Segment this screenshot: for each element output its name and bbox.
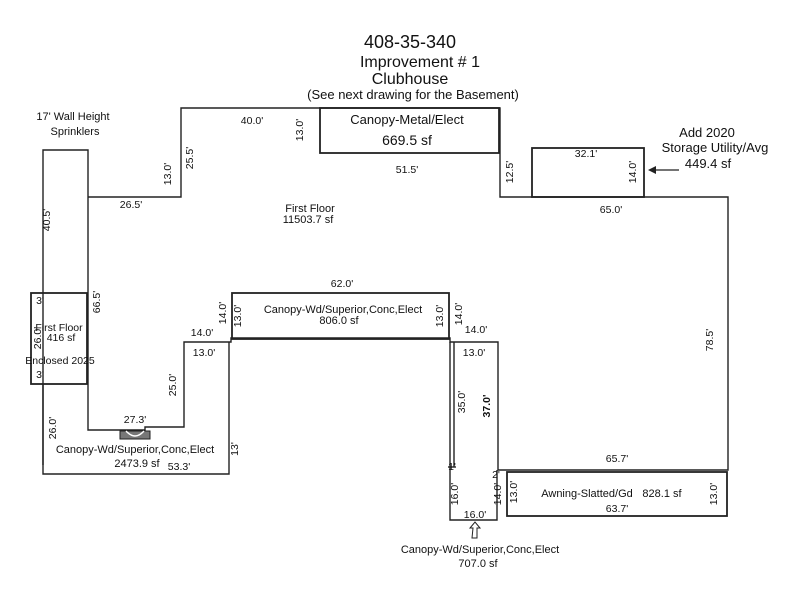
dim-label: 32.1' xyxy=(575,148,597,160)
dim-label: 26.5' xyxy=(120,199,142,211)
dim-label: 13.0' xyxy=(193,347,215,359)
storage-outline xyxy=(531,147,645,198)
dim-label: 26.0' xyxy=(47,417,59,439)
awning-outline xyxy=(506,471,728,517)
storage-sf: 449.4 sf xyxy=(685,156,732,171)
first-floor-sf: 11503.7 sf xyxy=(283,214,335,226)
dim-label: 13.0' xyxy=(434,305,446,327)
dim-label: 14.0' xyxy=(217,302,229,324)
canopy-center-sf: 806.0 sf xyxy=(319,315,359,327)
dim-label: 2' xyxy=(492,469,500,481)
dim-label: 16.0' xyxy=(464,509,486,521)
dim-label: 26.0' xyxy=(32,327,44,349)
dim-label: 27.3' xyxy=(124,414,146,426)
storage-arrow-head xyxy=(648,166,656,174)
wall-height-note: 17' Wall Height xyxy=(36,111,109,123)
sprinklers-note: Sprinklers xyxy=(51,126,100,138)
bottom-arrow-icon xyxy=(468,521,482,539)
dim-label: 51.5' xyxy=(396,164,418,176)
canopy-metal-name: Canopy-Metal/Elect xyxy=(350,112,464,127)
enclosed-outline xyxy=(30,292,88,385)
dim-label: 35.0' xyxy=(456,391,468,413)
dim-label: 14.0' xyxy=(191,327,213,339)
dim-label: 13.0' xyxy=(708,483,720,505)
dim-label: 13.0' xyxy=(232,305,244,327)
storage-add-year: Add 2020 xyxy=(679,125,735,140)
canopy-left-outline xyxy=(42,342,230,475)
building-name: Clubhouse xyxy=(372,71,449,88)
dim-label: 1' xyxy=(448,461,456,473)
canopy-right-outline xyxy=(449,342,498,521)
canopy-metal-outline xyxy=(319,107,500,154)
awning-sf: 828.1 sf xyxy=(642,488,682,500)
parcel-number: 408-35-340 xyxy=(364,32,456,52)
dim-label: 14.0' xyxy=(627,161,639,183)
dim-label: 14.0' xyxy=(453,303,465,325)
dim-label: 3' xyxy=(36,295,44,307)
enclosed-sf: 416 sf xyxy=(47,332,76,344)
dim-label: 3' xyxy=(36,369,44,381)
canopy-bottom-sf: 707.0 sf xyxy=(458,558,498,570)
dim-label: 14.0' xyxy=(465,324,487,336)
dim-label: 13.0' xyxy=(162,163,174,185)
dim-label: 78.5' xyxy=(704,329,716,351)
canopy-bottom-name: Canopy-Wd/Superior,Conc,Elect xyxy=(401,544,559,556)
dim-label: 13' xyxy=(229,442,241,456)
basement-note: (See next drawing for the Basement) xyxy=(307,87,519,102)
dim-label: 13.0' xyxy=(463,347,485,359)
dim-label: 14.0' xyxy=(492,483,504,505)
door-arc xyxy=(125,430,145,437)
dim-label: 40.0' xyxy=(241,115,263,127)
dim-label: 16.0' xyxy=(449,483,461,505)
dim-label: 37.0' xyxy=(481,395,493,418)
dim-label: 66.5' xyxy=(91,291,103,313)
canopy-metal-sf: 669.5 sf xyxy=(382,132,432,148)
canopy-center-outline xyxy=(231,292,450,340)
dim-label: 65.0' xyxy=(600,204,622,216)
enclosed-note: Enclosed 2025 xyxy=(25,355,95,367)
canopy-left-sf: 2473.9 sf xyxy=(114,458,160,470)
dim-label: 40.5' xyxy=(41,209,53,231)
dim-label: 25.5' xyxy=(184,147,196,169)
first-floor-name: First Floor xyxy=(285,203,335,215)
awning-name: Awning-Slatted/Gd xyxy=(541,488,633,500)
dim-label: 25.0' xyxy=(167,374,179,396)
improvement-label: Improvement # 1 xyxy=(360,54,480,71)
dim-label: 62.0' xyxy=(331,278,353,290)
dim-label: 13.0' xyxy=(294,119,306,141)
enclosed-name: First Floor xyxy=(35,322,83,334)
canopy-left-name: Canopy-Wd/Superior,Conc,Elect xyxy=(56,444,214,456)
dim-label: 12.5' xyxy=(504,161,516,183)
dim-label: 53.3' xyxy=(168,461,190,473)
canopy-center-name: Canopy-Wd/Superior,Conc,Elect xyxy=(264,304,422,316)
door-symbol xyxy=(119,430,151,440)
dim-label: 13.0' xyxy=(508,481,520,503)
main-building-outline xyxy=(42,107,729,471)
dim-label: 63.7' xyxy=(606,503,628,515)
storage-name: Storage Utility/Avg xyxy=(662,140,769,155)
dim-label: 65.7' xyxy=(606,453,628,465)
